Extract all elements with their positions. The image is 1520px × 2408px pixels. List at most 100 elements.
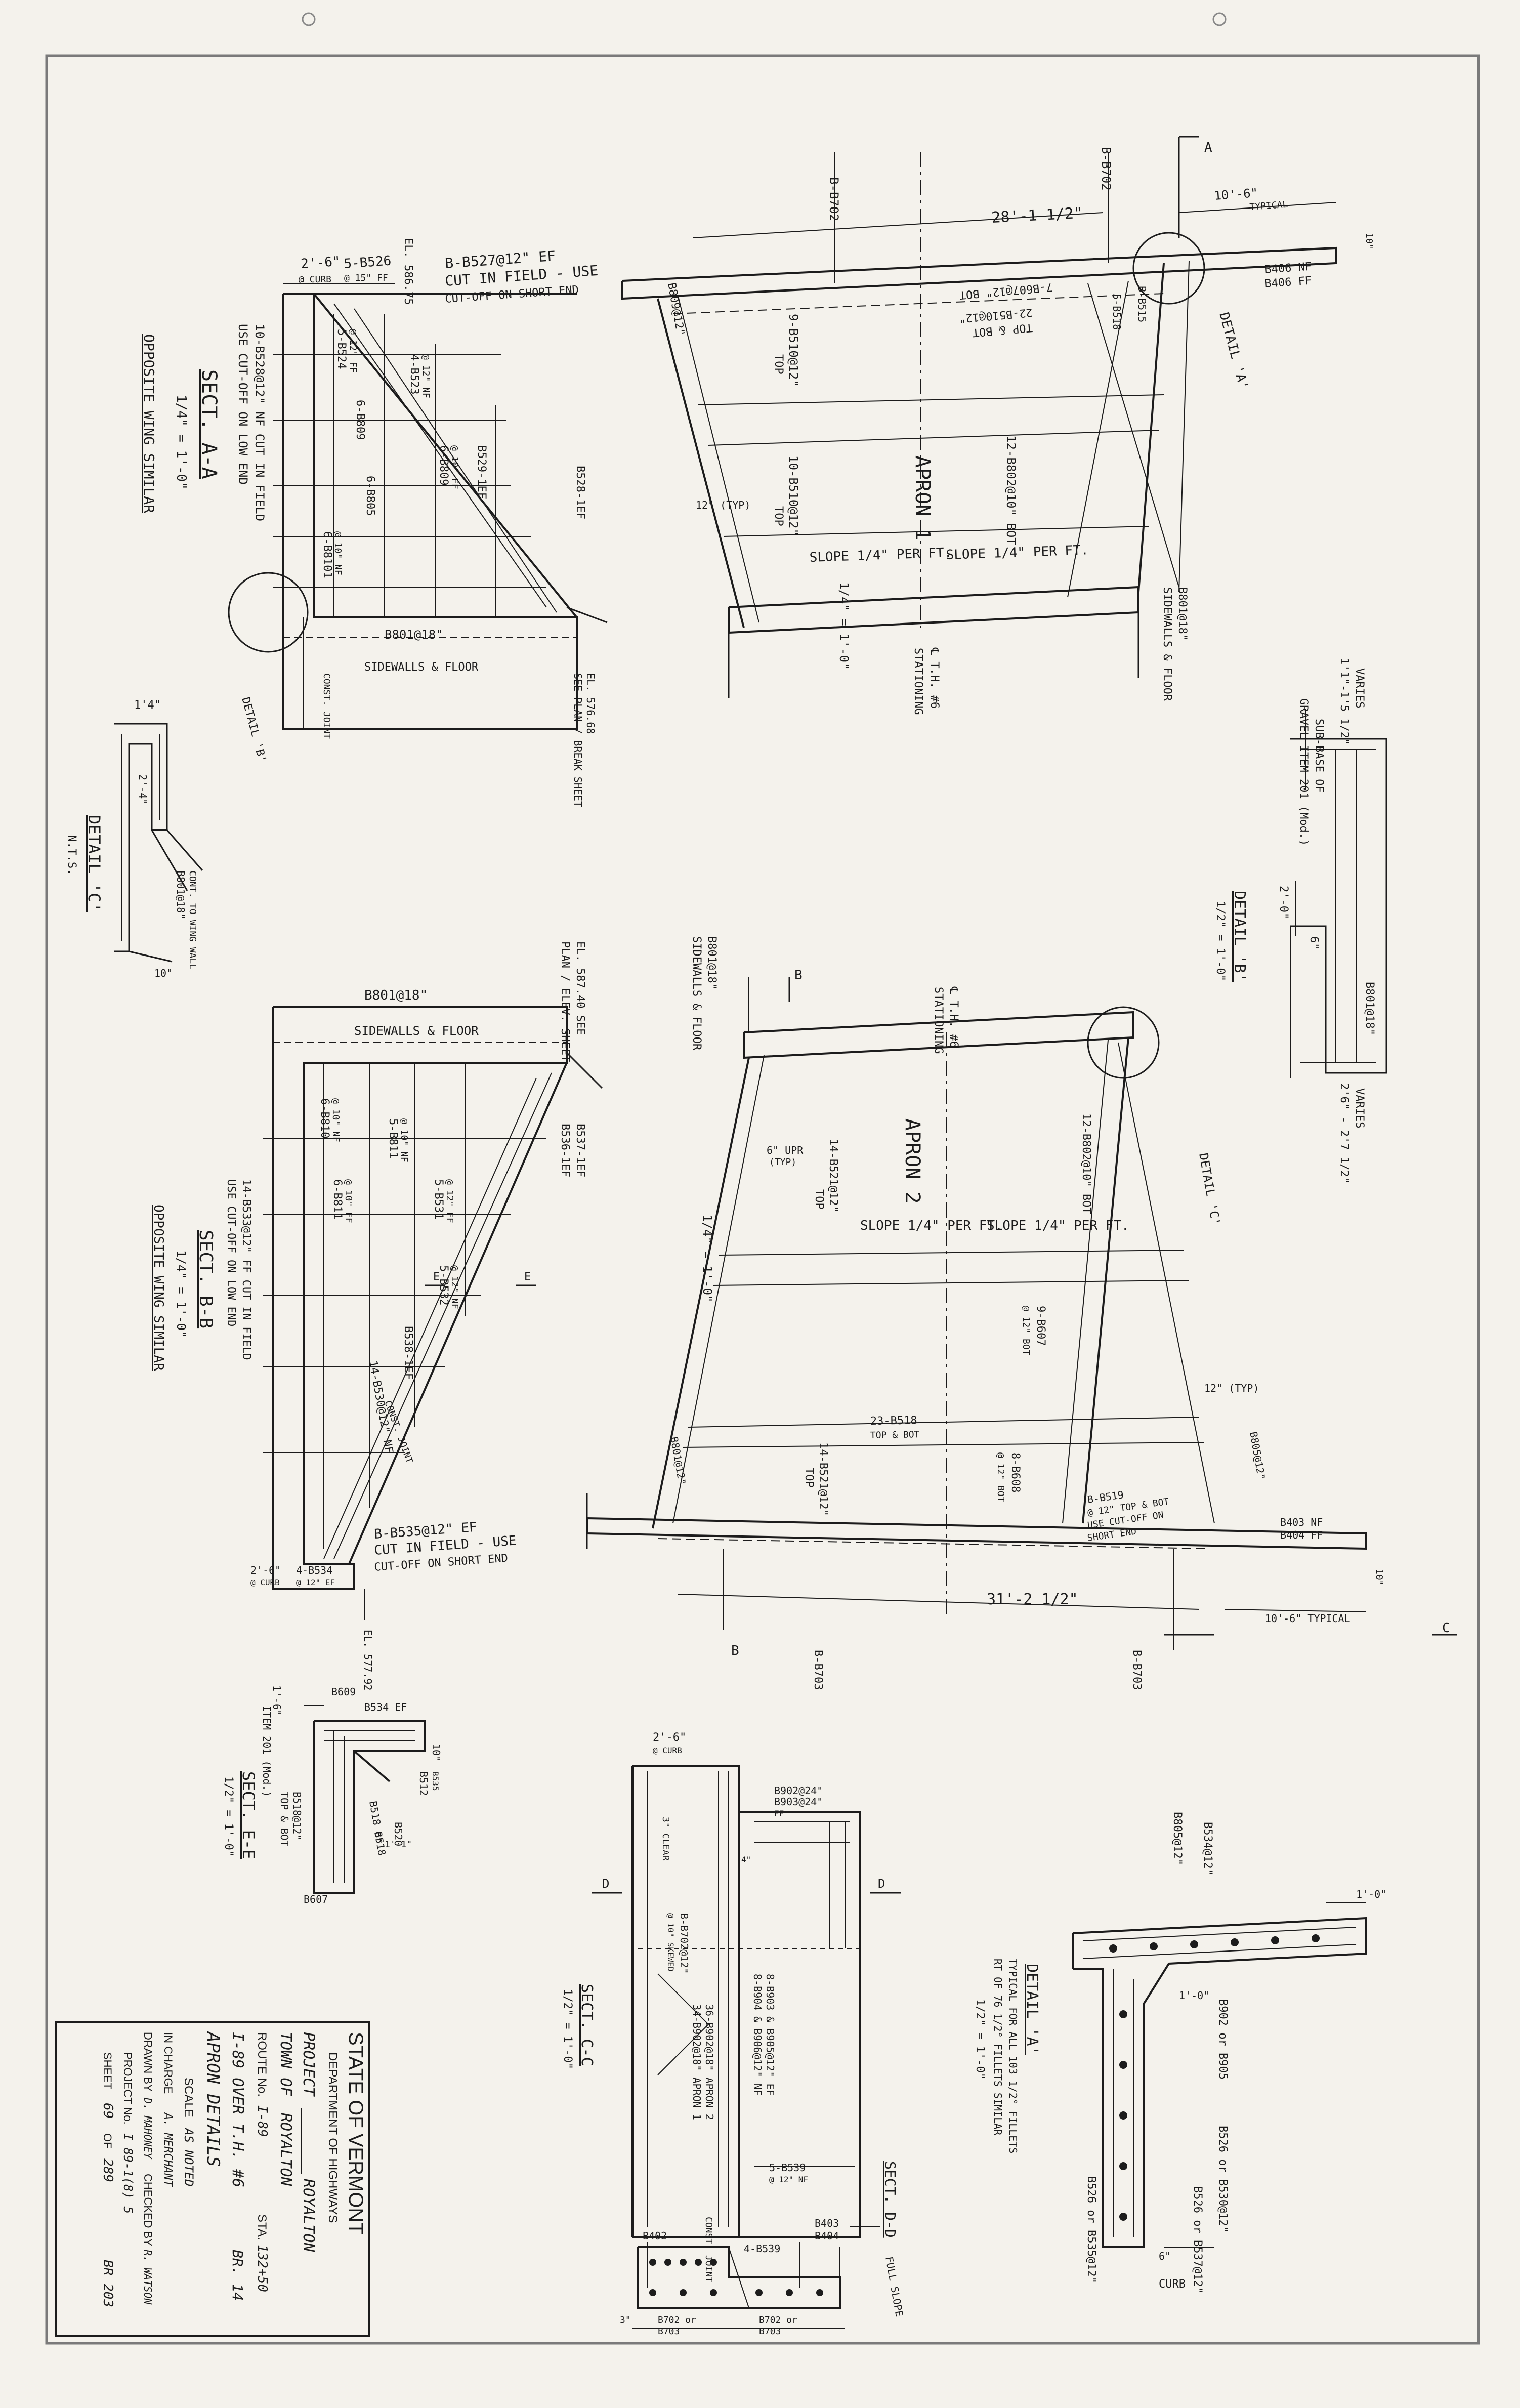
label: B [731,1643,739,1658]
label: 5-B526 [343,254,392,272]
label: 5-B539 [769,2162,806,2174]
label: 1'-1" [385,1839,412,1850]
label: 6" UPR [767,1144,804,1156]
section-title: SECT. C-C [578,1984,596,2066]
label: B801@18" [705,936,718,990]
label: SIDEWALLS & FLOOR [354,1024,479,1038]
label: 4-B539 [744,2243,780,2255]
label: B801@18" [175,870,187,919]
label: B703 [658,2326,680,2337]
label: 2'6" - 2'7 1/2" [1338,1083,1350,1184]
label: TYPICAL [1249,199,1288,213]
label: @ CURB [653,1746,682,1755]
label: B534@12" [1201,1822,1214,1876]
scale-note: 1/2" = 1'-0" [561,1989,574,2069]
label: @ 12" BOT [1021,1306,1031,1355]
detail-b-labels: DETAIL 'B' 1/2" = 1'-0" VARIES 1'1"-1'5 … [1214,658,1376,1184]
state-name: STATE OF VERMONT [345,2032,367,2235]
section-a-a-drawing [228,283,608,730]
scale-note: 1/2" = 1'-0" [222,1776,235,1857]
label: ℄ T.H. #6 [947,986,960,1048]
label: B526 or B530@12" [1216,2126,1229,2233]
detail-b-drawing [1290,709,1387,1078]
label: 10'-6" [1213,186,1258,203]
section-b-b-drawing [263,1006,603,1620]
plan-title: APRON 2 [901,1118,924,1204]
label: B [794,968,803,983]
label: 12" (TYP) [696,499,750,511]
scale-note: 1/4" = 1'-0" [174,1250,188,1338]
label: 36-B902@18" APRON 2 [703,2004,715,2120]
label: A [1204,140,1212,155]
label: E [433,1271,440,1283]
section-b-b-title-group: SECT. B-B 1/4" = 1'-0" OPPOSITE WING SIM… [151,1205,216,1371]
checked-by-value: R. WATSON [142,2250,154,2305]
label: @ 10" FF [449,445,460,489]
label: B702 or [658,2315,696,2326]
label: B404 [815,2230,839,2242]
label: B402 [643,2230,667,2242]
label: DETAIL 'B' [239,696,268,764]
section-b-b-labels: EL. 587.40 SEE PLAN / ELEV. SHEET B801@1… [225,941,586,1690]
title-block: STATE OF VERMONT DEPARTMENT OF HIGHWAYS … [55,2021,370,2337]
detail-a-drawing [1072,1902,1367,2248]
label: @ 12" NF [449,1265,460,1309]
label: USE CUT-OFF ON LOW END [236,324,250,485]
label: 6-B811 [331,1179,344,1219]
label: VARIES [1353,1088,1366,1128]
label: 6-B810 [318,1098,331,1138]
label: E [524,1271,531,1283]
label: B538-1EF [402,1326,414,1380]
detail-c-labels: DETAIL 'C' N.T.S. 1'4" 2'-4" B801@18" CO… [65,699,198,979]
label: 10" [1364,233,1374,250]
label: TOP [772,506,785,526]
label: SLOPE 1/4" PER FT. [809,545,952,565]
label: B-B703 [1130,1650,1143,1690]
label: ℄ T.H. #6 [928,647,941,709]
station-label: STA. [255,2214,269,2240]
label: B-B702 [827,177,841,221]
label: 34-B902@18" APRON 1 [691,2004,703,2120]
label: B512 [417,1771,430,1796]
label: @ 12" NF [769,2175,808,2184]
bridge-description: I-89 OVER T.H. #6 [229,2032,246,2187]
scale-note: 1/4" = 1'-0" [174,395,189,490]
label: B404 FF [1280,1529,1323,1541]
label: 14-B521@12" [817,1442,829,1516]
label: B528-1EF [574,466,586,519]
label: 8-B904 & B906@12" NF [751,1974,764,2096]
label: SLOPE 1/4" PER FT. [987,1218,1129,1233]
sheet-border [45,54,1480,2345]
label: @ 12" BOT [995,1452,1006,1502]
section-a-a-title-group: SECT. A-A 1/4" = 1'-0" OPPOSITE WING SIM… [141,334,221,513]
label: 1'1"-1'5 1/2" [1338,658,1350,745]
label: FF [774,1809,784,1818]
plan-title: APRON 1 [911,455,934,541]
label: TOP & BOT [278,1792,290,1846]
section-title: SECT. E-E [239,1771,258,1859]
label: SIDEWALLS & FLOOR [364,661,479,674]
sheet-label: SHEET [101,2052,114,2089]
label: 2'-0" [1277,886,1290,919]
label: B801@18" [1176,587,1189,641]
label: 1'-6" [271,1685,283,1716]
label: B406 FF [1264,275,1312,290]
scale-note: 1/2" = 1'-0" [1214,901,1227,981]
label: USE CUT-OFF ON LOW END [225,1179,237,1326]
apron-2-labels: APRON 2 1/4" = 1'-0" B801@18" SIDEWALLS … [668,936,1450,1690]
label: SLOPE 1/4" PER FT. [860,1218,1003,1233]
label: SLOPE 1/4" PER FT. [946,543,1089,563]
route-value: I-89 [255,2105,270,2137]
label: 12-B802@10" BOT [1004,435,1018,545]
label: STATIONING [912,648,924,715]
label: PLAN / ELEV. SHEET [559,941,571,1062]
label: @ 10" SKEWED [666,1913,675,1972]
label: B703 [759,2326,781,2337]
apron-2-drawing [586,977,1457,1650]
detail-subtitle: RT OF 76 1/2° FILLETS SIMILAR [992,1959,1004,2136]
label: 28'-1 1/2" [991,204,1083,227]
label: DETAIL 'A' [1216,311,1251,391]
label: 14-B533@12" FF CUT IN FIELD [240,1179,252,1360]
scale-note: 1/4" = 1'-0" [837,582,851,670]
